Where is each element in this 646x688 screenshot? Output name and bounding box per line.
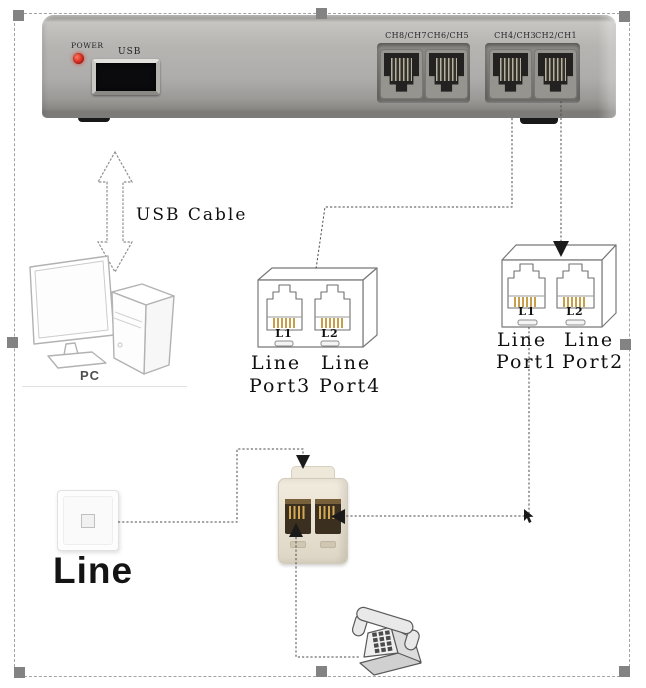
selection-handle-bottom-center[interactable] <box>316 666 327 677</box>
usb-label: USB <box>118 47 142 57</box>
line-port1-word2: Port1 <box>496 351 559 373</box>
pc-label: PC <box>79 368 101 383</box>
jack-label-l1: L1 <box>275 327 293 340</box>
selection-handle-mid-right[interactable] <box>620 339 631 350</box>
splitter-adapter-icon <box>278 466 348 564</box>
channel-label-ch6-ch5: CH6/CH5 <box>427 31 469 40</box>
telephone-icon <box>351 606 422 676</box>
wall-socket-icon <box>57 490 119 551</box>
adapter-jack-right <box>315 499 341 534</box>
jack-label-l2: L2 <box>566 305 584 318</box>
wall-socket-inner-plate <box>63 496 113 545</box>
rj11-jack-ch4-ch3 <box>490 50 531 98</box>
power-led-icon <box>73 53 84 64</box>
selection-handle-bottom-left[interactable] <box>14 667 25 678</box>
power-label: POWER <box>71 41 104 50</box>
rj11-jack-ch6-ch5 <box>426 50 467 98</box>
selection-handle-top-left[interactable] <box>13 10 24 21</box>
adapter-slot-right <box>320 541 336 548</box>
channel-label-ch2-ch1: CH2/CH1 <box>535 31 577 40</box>
jack-label-l1: L1 <box>518 305 536 318</box>
usb-recorder-device: POWER USB CH8/CH7 CH6/CH5 CH4/CH3 CH2/CH… <box>42 15 616 118</box>
wall-socket-hole <box>81 514 95 528</box>
line-label: Line <box>53 550 134 591</box>
jack-panel-right <box>485 43 580 103</box>
usb-port <box>92 59 160 95</box>
line-port2-word1: Line <box>564 329 615 351</box>
usb-cable-label: USB Cable <box>136 205 248 225</box>
line-port3-word2: Port3 <box>249 375 312 397</box>
line-port3-word1: Line <box>251 352 302 374</box>
rj11-jack-ch2-ch1 <box>535 50 576 98</box>
selection-handle-mid-left[interactable] <box>7 337 18 348</box>
adapter-slot-left <box>290 541 306 548</box>
selection-handle-top-center[interactable] <box>316 8 327 19</box>
jack-label-l2: L2 <box>321 327 339 340</box>
pc-icon <box>29 255 175 375</box>
splitter-port12-icon <box>501 244 617 328</box>
line-port4-word1: Line <box>321 352 372 374</box>
jack-panel-left <box>377 43 470 103</box>
rj11-jack-ch8-ch7 <box>381 50 422 98</box>
usb-cable-arrow-icon <box>96 150 134 274</box>
selection-handle-top-right[interactable] <box>619 11 630 22</box>
pc-underline <box>22 386 187 387</box>
adapter-jack-left <box>285 499 311 534</box>
selection-handle-bottom-right[interactable] <box>619 666 630 677</box>
channel-label-ch4-ch3: CH4/CH3 <box>494 31 536 40</box>
line-port4-word2: Port4 <box>319 375 382 397</box>
channel-label-ch8-ch7: CH8/CH7 <box>385 31 427 40</box>
line-port1-word1: Line <box>497 329 548 351</box>
line-port2-word2: Port2 <box>562 351 625 373</box>
